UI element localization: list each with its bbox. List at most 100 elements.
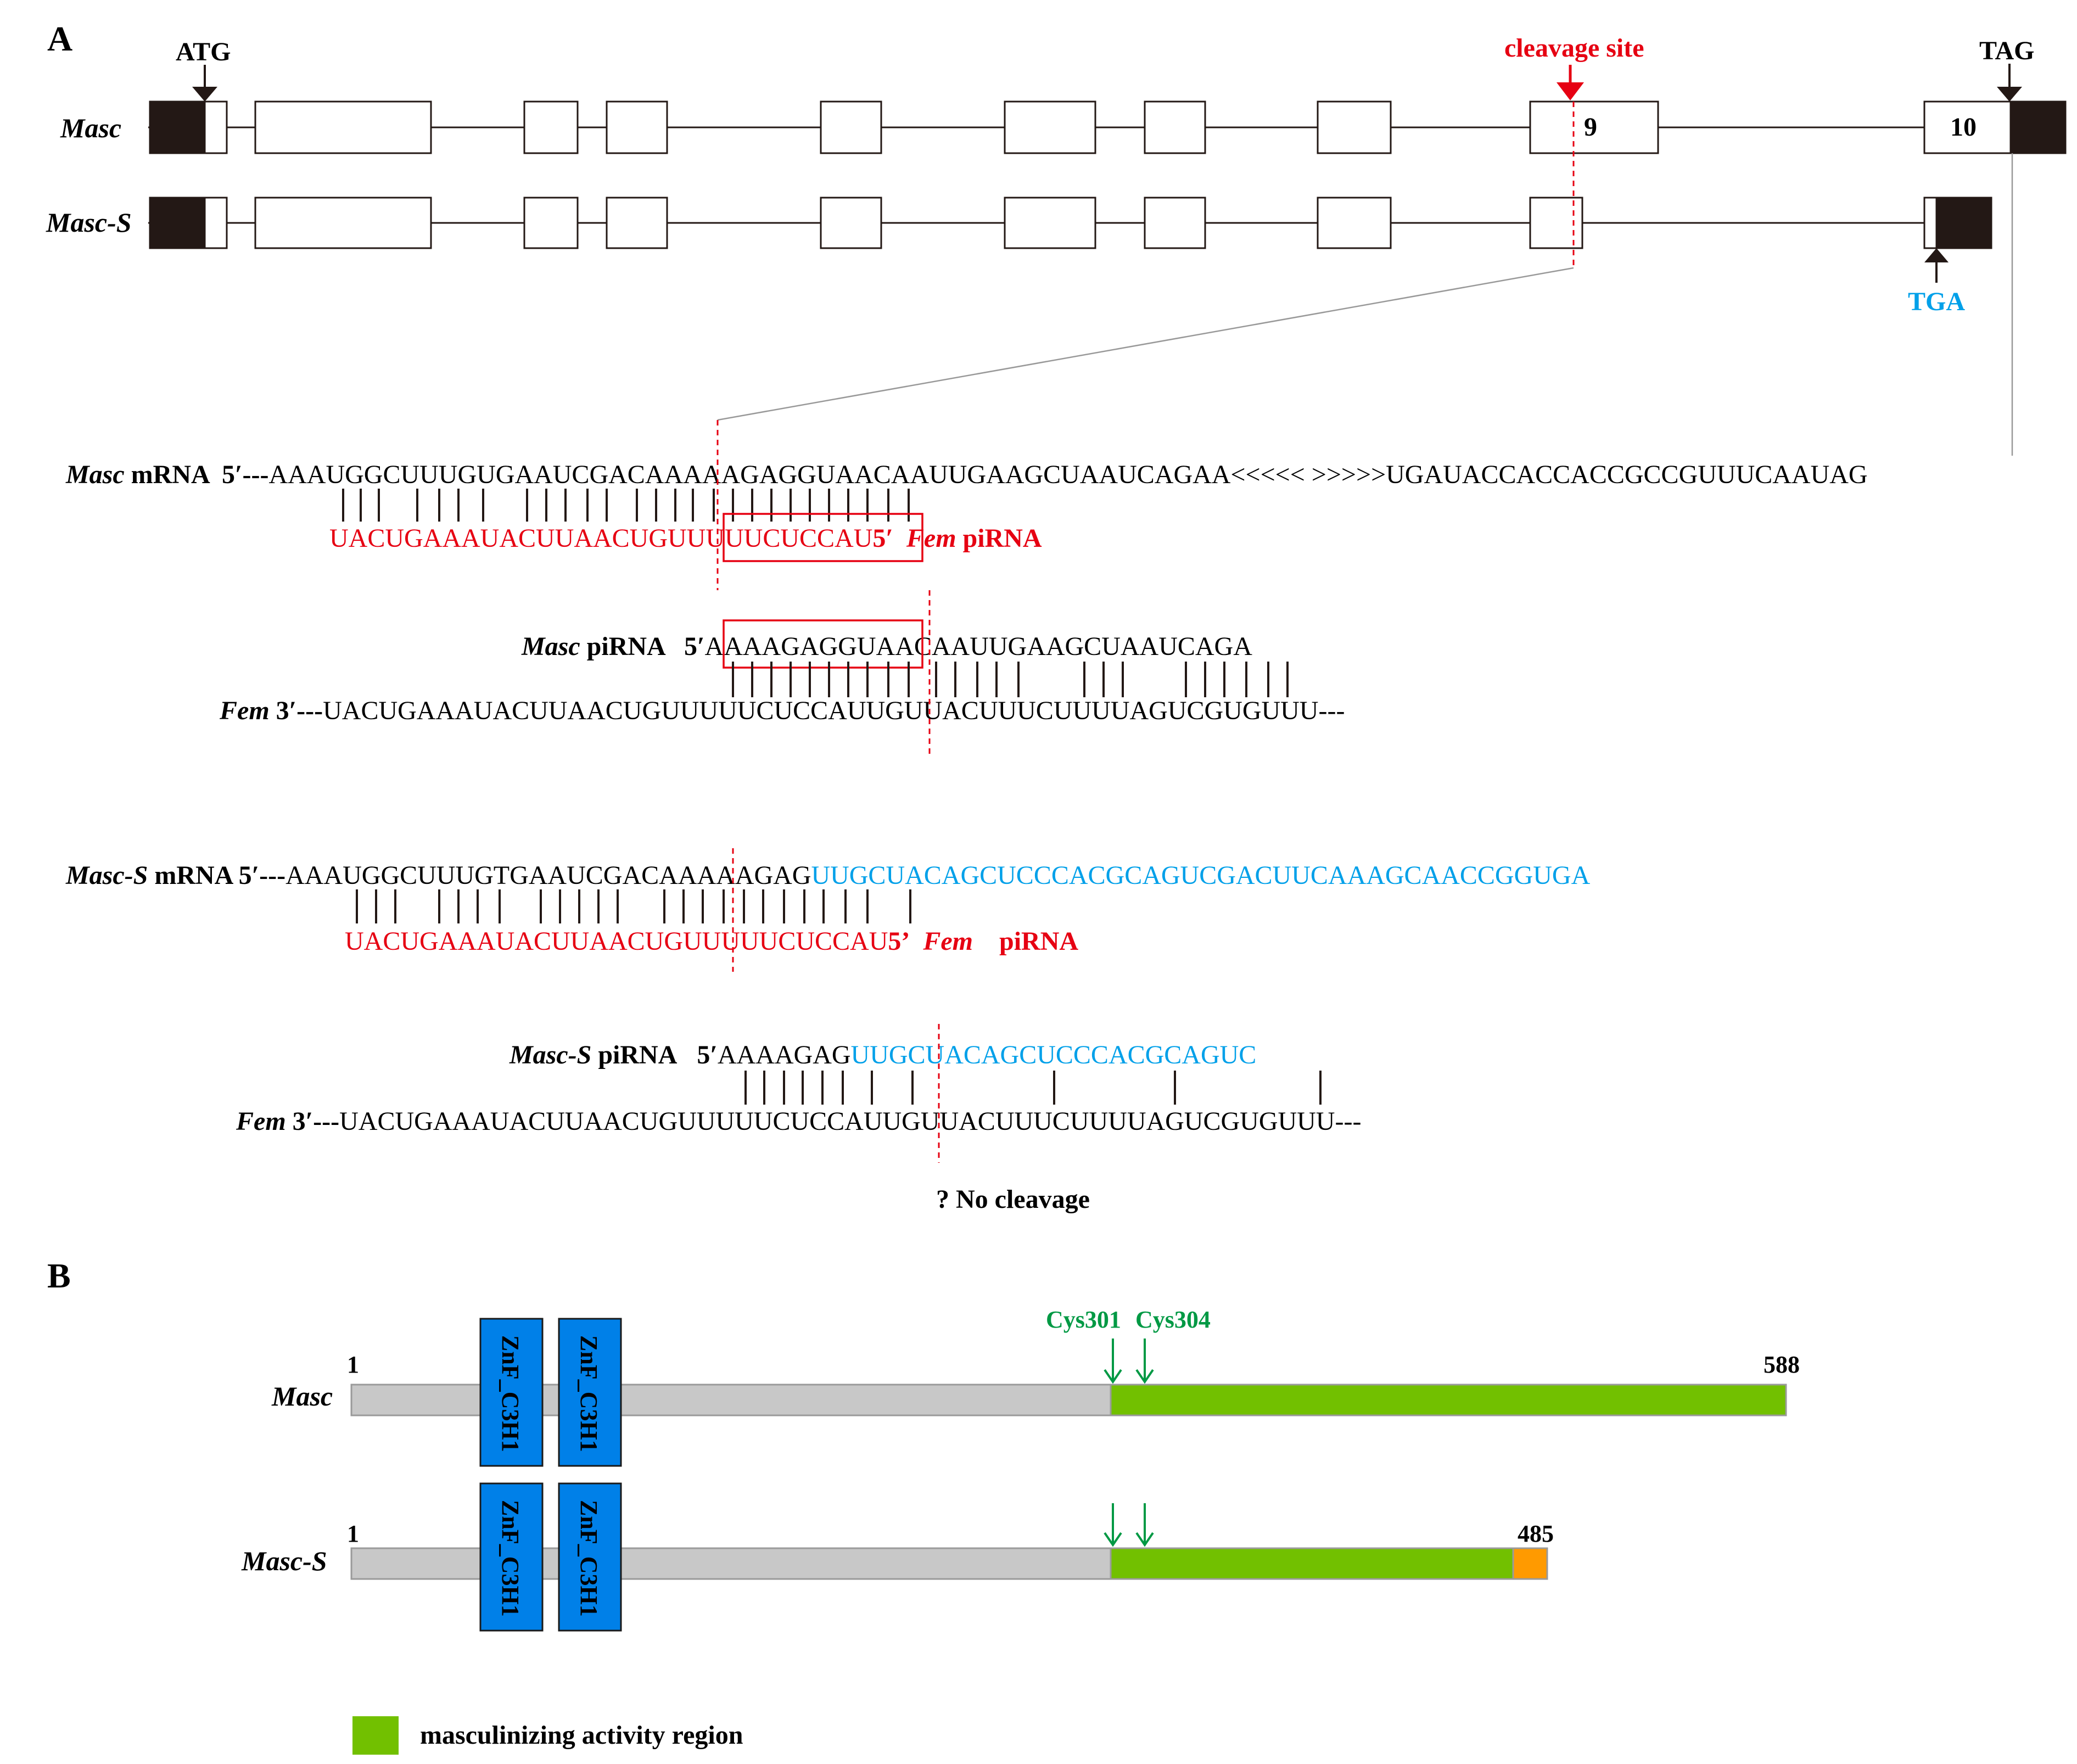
legend-swatch [352, 1716, 399, 1755]
cleavage-site-label: cleavage site [1504, 33, 1644, 63]
masculinizing-region-bar [1110, 1547, 1514, 1580]
base-pair-ticks [356, 889, 911, 923]
exon-10-box [1923, 100, 2012, 154]
exon-box [820, 100, 882, 154]
fem-target-line: Fem 3′---UACUGAAAUACUUAACUGUUUUUCUCCAUUG… [236, 1107, 1361, 1136]
novel-c-terminal-tail [1512, 1547, 1548, 1580]
masc-pirna-gene: Masc [521, 632, 580, 661]
fem-pirna-end: 5′ [872, 524, 893, 553]
tga-label: TGA [1908, 287, 1965, 316]
masc-s-pirna-gene: Masc-S [509, 1040, 591, 1069]
tga-marker: TGA [1908, 248, 1965, 316]
base-pair-ticks [744, 1071, 1322, 1105]
masc-s-pirna-line: Masc-S piRNA 5′AAAAGAGUUGCUACAGCUCCCACGC… [509, 1040, 1256, 1069]
fem-pirna-seq: UACUGAAAUACUUAACUGUUUUUCUCCAU [345, 927, 888, 956]
znf-domain-label: ZnF_C3H1 [497, 1335, 524, 1452]
panel-b-label: B [47, 1256, 71, 1295]
alignment-masc-s-mrna: Masc-S mRNA 5′---AAAUGGCUUUGTGAAUCGACAAA… [65, 848, 1591, 972]
protein-start-masc-s: 1 [347, 1520, 359, 1547]
base-pair-ticks [342, 489, 910, 522]
protein-masc: Masc 1 588 ZnF_C3H1 ZnF_C3H1 [271, 1318, 1800, 1467]
masc-pirna-prefix: piRNA 5′ [580, 632, 705, 661]
exon-box [606, 197, 668, 249]
protein-end-masc: 588 [1764, 1351, 1800, 1378]
fem-pirna-end: 5’ [888, 927, 910, 956]
gene-structure-masc-s: Masc-S [46, 197, 1992, 249]
protein-backbone [350, 1384, 1112, 1416]
seed-highlight-box [723, 513, 923, 562]
down-arrow-icon [1135, 1369, 1154, 1384]
fem-pirna-suffix: piRNA [999, 927, 1078, 956]
masculinizing-region-bar [1110, 1384, 1787, 1416]
protein-end-masc-s: 485 [1518, 1520, 1554, 1547]
down-arrow-icon [1104, 1369, 1122, 1384]
legend: masculinizing activity region [352, 1716, 743, 1755]
exon-9-box [1529, 100, 1659, 154]
tga-arrowhead-icon [1924, 248, 1949, 262]
exon-box [204, 100, 228, 154]
base-pair-ticks [732, 662, 1289, 697]
cleavage-site-marker: cleavage site [1504, 33, 1644, 266]
zoom-guide-line [717, 267, 1574, 421]
masc-pirna-line: Masc piRNA 5′AAAAGAGGUAACAAUUGAAGCUAAUCA… [521, 632, 1252, 661]
atg-label: ATG [176, 37, 231, 66]
masc-s-mrna-seq-blue: UUGCUACAGCUCCCACGCAGUCGACUUCAAAGCAACCGGU… [811, 861, 1590, 890]
znf-domain-box [558, 1318, 622, 1467]
exon-box [820, 197, 882, 249]
down-arrow-icon [1135, 1532, 1154, 1547]
fem-target-line: Fem 3′---UACUGAAAUACUUAACUGUUUUUCUCCAUUG… [219, 696, 1345, 725]
utr-5-block [149, 100, 206, 154]
exon-9-number: 9 [1584, 113, 1597, 142]
masc-s-mrna-gene: Masc-S [65, 861, 148, 890]
masc-mrna-gene: Masc [65, 460, 125, 489]
gene-structure-masc: Masc 9 10 [60, 100, 2067, 154]
legend-label: masculinizing activity region [420, 1721, 743, 1750]
cys-site-arrows [1104, 1503, 1154, 1547]
masc-s-mrna-seq-black: AAAUGGCUUUGTGAAUCGACAAAAAGAG [285, 861, 811, 890]
masc-s-mrna-line: Masc-S mRNA 5′---AAAUGGCUUUGTGAAUCGACAAA… [65, 861, 1591, 890]
protein-backbone [350, 1547, 1112, 1580]
exon-10-box [1923, 197, 1938, 249]
tag-arrowhead-icon [1997, 87, 2022, 102]
masc-s-pirna-seq-blue: UUGCUACAGCUCCCACGCAGUC [851, 1040, 1257, 1069]
gene-label-masc-s: Masc-S [46, 207, 132, 238]
exon-box [254, 100, 432, 154]
exon-box [606, 100, 668, 154]
atg-arrowhead-icon [192, 87, 217, 102]
masc-mrna-line: Masc mRNA 5′---AAAUGGCUUUGUGAAUCGACAAAAA… [65, 460, 1868, 489]
masc-mrna-seq: AAAUGGCUUUGUGAAUCGACAAAAAGAGGUAACAAUUGAA… [268, 460, 1867, 489]
fem-pirna-line: UACUGAAAUACUUAACUGUUUUUCUCCAU5′ Fem piRN… [329, 524, 1042, 553]
znf-domain-box [479, 1318, 544, 1467]
exon-box [523, 197, 579, 249]
alignment-masc-pirna: Masc piRNA 5′AAAAGAGGUAACAAUUGAAGCUAAUCA… [219, 590, 1345, 755]
fem-pirna-suffix: piRNA [963, 524, 1042, 553]
utr-5-block [149, 197, 206, 249]
protein-label-masc: Masc [271, 1381, 333, 1412]
exon-box [1004, 100, 1096, 154]
exon-box [1317, 197, 1392, 249]
exon-box [523, 100, 579, 154]
exon-box [1317, 100, 1392, 154]
exon-10-number: 10 [1950, 113, 1977, 142]
exon-box [204, 197, 228, 249]
exon-box [1144, 197, 1206, 249]
znf-domain-box [558, 1482, 622, 1632]
alignment-masc-mrna: Masc mRNA 5′---AAAUGGCUUUGUGAAUCGACAAAAA… [65, 420, 1868, 590]
masc-s-pirna-prefix: piRNA [591, 1040, 677, 1069]
masc-s-pirna-seq-black: AAAAGAG [718, 1040, 851, 1069]
exon-box [254, 197, 432, 249]
exon-9-short-box [1529, 197, 1583, 249]
fem-target-seq: UACUGAAAUACUUAACUGUUUUUCUCCAUUGUUACUUUCU… [323, 696, 1345, 725]
down-arrow-icon [1104, 1532, 1122, 1547]
tag-label: TAG [1979, 36, 2034, 65]
site-label-cys301: Cys301 [1046, 1306, 1121, 1333]
protein-masc-s: Masc-S 1 485 ZnF_C3H1 ZnF_C3H1 [241, 1482, 1554, 1632]
fem-target-prefix: 3′--- [286, 1107, 339, 1136]
fem-pirna-line: UACUGAAAUACUUAACUGUUUUUCUCCAU5’ Fem piRN… [345, 927, 1078, 956]
masc-s-mrna-prefix: mRNA 5′--- [148, 861, 285, 890]
utr-3-block [2009, 100, 2067, 154]
protein-start-masc: 1 [347, 1351, 359, 1378]
fem-target-prefix: 3′--- [270, 696, 323, 725]
panel-a-label: A [47, 19, 72, 58]
